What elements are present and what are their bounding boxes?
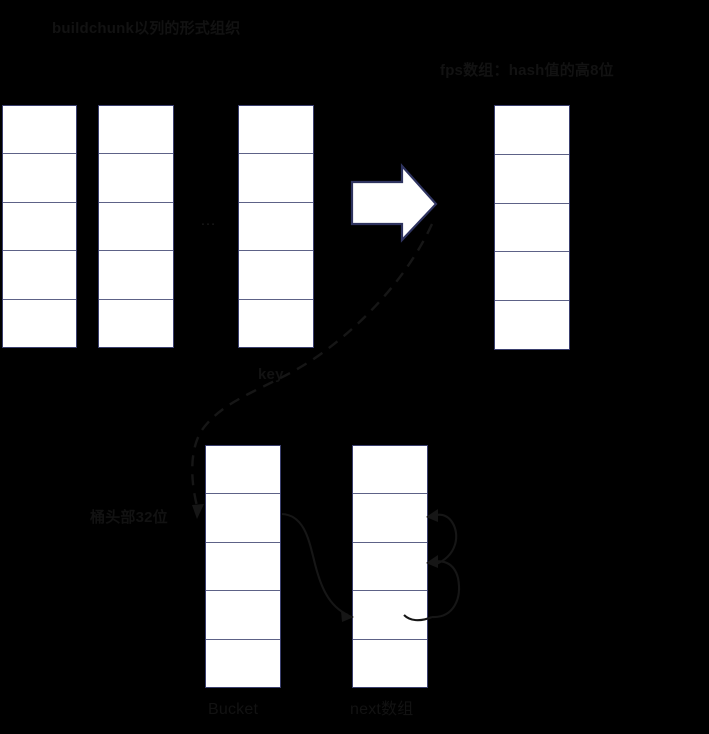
table-cell[interactable] [353,542,427,592]
buildchunk-col-1[interactable] [2,105,77,348]
table-cell[interactable] [239,299,313,348]
table-cell[interactable] [3,299,76,348]
table-cell[interactable] [353,494,427,543]
key-curve-arrowhead [192,504,204,519]
table-cell[interactable] [495,106,569,155]
table-cell[interactable] [206,591,280,640]
table-cell[interactable] [239,154,313,203]
table-cell[interactable] [3,106,76,155]
block-arrow-right-icon [350,163,438,243]
title-fps-array: fps数组：hash值的高8位 [440,62,614,79]
table-cell[interactable] [495,301,569,349]
table-cell[interactable] [3,202,76,252]
table-cell[interactable] [495,154,569,204]
bucket-caption: Bucket [208,701,259,718]
table-cell[interactable] [495,203,569,253]
buildchunk-col-2[interactable] [98,105,174,348]
title-buildchunk: buildchunk以列的形式组织 [52,20,241,37]
table-cell[interactable] [99,251,173,300]
bucket-to-next-curve [281,512,349,616]
table-cell[interactable] [239,202,313,252]
key-label: key [258,366,284,383]
table-cell[interactable] [206,639,280,688]
bucket-col[interactable] [205,445,281,688]
next-array-col[interactable] [352,445,428,688]
table-cell[interactable] [353,639,427,688]
bucket-head-label: 桶头部32位 [90,509,168,526]
table-cell[interactable] [3,154,76,203]
next-chain-curve-upper [431,513,458,566]
table-cell[interactable] [353,446,427,495]
table-cell[interactable] [206,494,280,543]
buildchunk-col-3[interactable] [238,105,314,348]
next-chain-curve-lower [431,560,460,619]
table-cell[interactable] [206,542,280,592]
table-cell[interactable] [3,251,76,300]
table-cell[interactable] [239,251,313,300]
columns-ellipsis: … [200,212,217,229]
next-array-caption: next数组 [350,701,414,718]
table-cell[interactable] [99,299,173,348]
fps-array-col[interactable] [494,105,570,350]
table-cell[interactable] [99,202,173,252]
table-cell[interactable] [206,446,280,495]
table-cell[interactable] [99,154,173,203]
table-cell[interactable] [239,106,313,155]
table-cell[interactable] [495,252,569,302]
table-cell[interactable] [99,106,173,155]
table-cell[interactable] [353,591,427,640]
